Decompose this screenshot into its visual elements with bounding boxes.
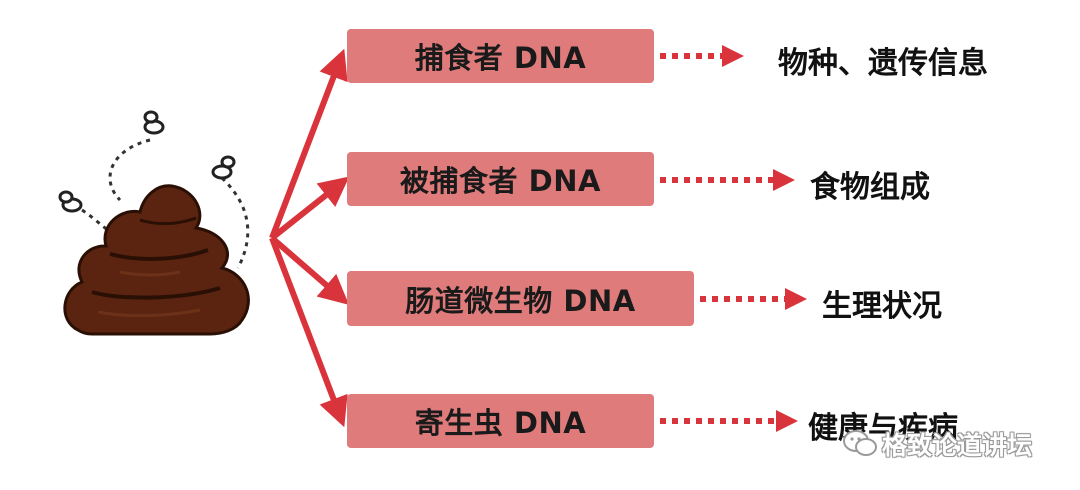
result-physiological-status: 生理状况 bbox=[822, 289, 942, 324]
fly-icon bbox=[58, 190, 83, 213]
branch-arrow-3 bbox=[270, 235, 350, 305]
watermark: 格致论道讲坛 bbox=[842, 424, 1072, 464]
result-health-disease: 健康与疾病 bbox=[808, 411, 958, 446]
branch-arrow-4 bbox=[269, 236, 348, 428]
watermark-text: 格致论道讲坛 bbox=[882, 431, 1033, 460]
branch-arrow-1 bbox=[269, 48, 348, 240]
box-label: 被捕食者 DNA bbox=[400, 164, 601, 198]
branch-arrows bbox=[269, 48, 350, 428]
box-prey-dna: 被捕食者 DNA bbox=[347, 152, 654, 206]
box-gut-microbe-dna: 肠道微生物 DNA bbox=[347, 271, 694, 326]
wechat-icon bbox=[843, 430, 877, 456]
result-species-genetic-info: 物种、遗传信息 bbox=[778, 46, 988, 81]
box-label: 捕食者 DNA bbox=[414, 41, 587, 75]
result-arrows bbox=[660, 45, 807, 432]
result-diet-composition: 食物组成 bbox=[810, 170, 930, 205]
box-predator-dna: 捕食者 DNA bbox=[347, 29, 654, 83]
branch-arrow-2 bbox=[270, 176, 350, 241]
box-label: 寄生虫 DNA bbox=[414, 406, 587, 440]
fly-icon bbox=[211, 155, 236, 180]
box-parasite-dna: 寄生虫 DNA bbox=[347, 394, 654, 448]
box-label: 肠道微生物 DNA bbox=[405, 283, 636, 318]
fly-icon bbox=[143, 110, 165, 135]
poop-with-flies-icon bbox=[58, 110, 250, 336]
